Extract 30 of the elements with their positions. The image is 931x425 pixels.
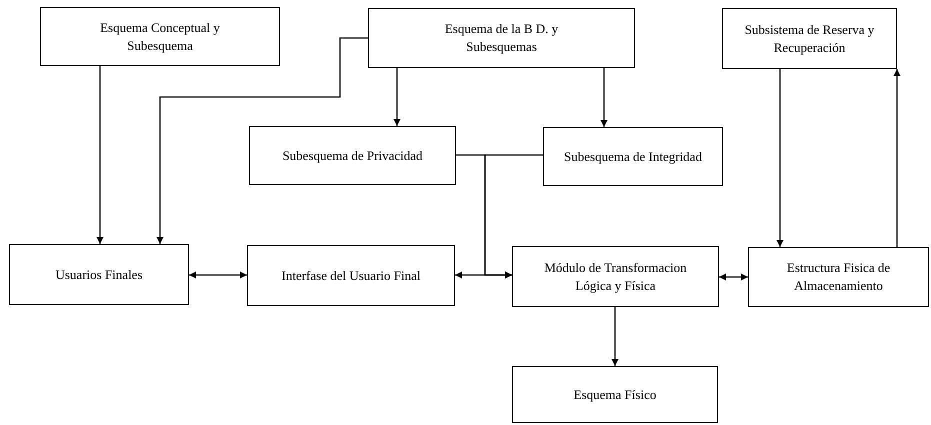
box-label: Esquema de la B D. y Subesquemas	[444, 20, 560, 56]
arrow	[156, 37, 368, 244]
arrow	[455, 272, 512, 278]
box-label: Subesquema de Privacidad	[282, 146, 423, 164]
box-label: Subesquema de Integridad	[564, 148, 702, 166]
process-box	[249, 126, 456, 185]
arrow	[394, 68, 400, 126]
arrow	[719, 274, 748, 280]
arrow	[894, 69, 900, 247]
arrow	[612, 307, 618, 366]
process-box	[722, 8, 897, 69]
arrow	[96, 66, 104, 244]
box-label: Subsistema de Reserva y Recuperación	[744, 20, 876, 56]
box-label: Esquema Conceptual y Subesquema	[99, 18, 221, 54]
arrow	[600, 68, 608, 127]
process-box	[543, 127, 723, 186]
arrow	[189, 272, 247, 278]
process-box	[512, 366, 718, 423]
arrow	[776, 69, 784, 247]
process-box	[40, 7, 280, 66]
box-label: Interfase del Usuario Final	[282, 266, 420, 284]
process-box	[748, 247, 929, 307]
box-label: Usuarios Finales	[55, 266, 143, 284]
box-label: Estructura Fisica de Almacenamiento	[786, 259, 892, 295]
process-box	[9, 244, 189, 305]
box-label: Esquema Físico	[574, 386, 656, 404]
process-box	[368, 8, 635, 68]
box-label: Módulo de Transformacion Lógica y Física	[543, 258, 688, 294]
process-box	[512, 246, 719, 307]
process-box	[247, 245, 455, 306]
